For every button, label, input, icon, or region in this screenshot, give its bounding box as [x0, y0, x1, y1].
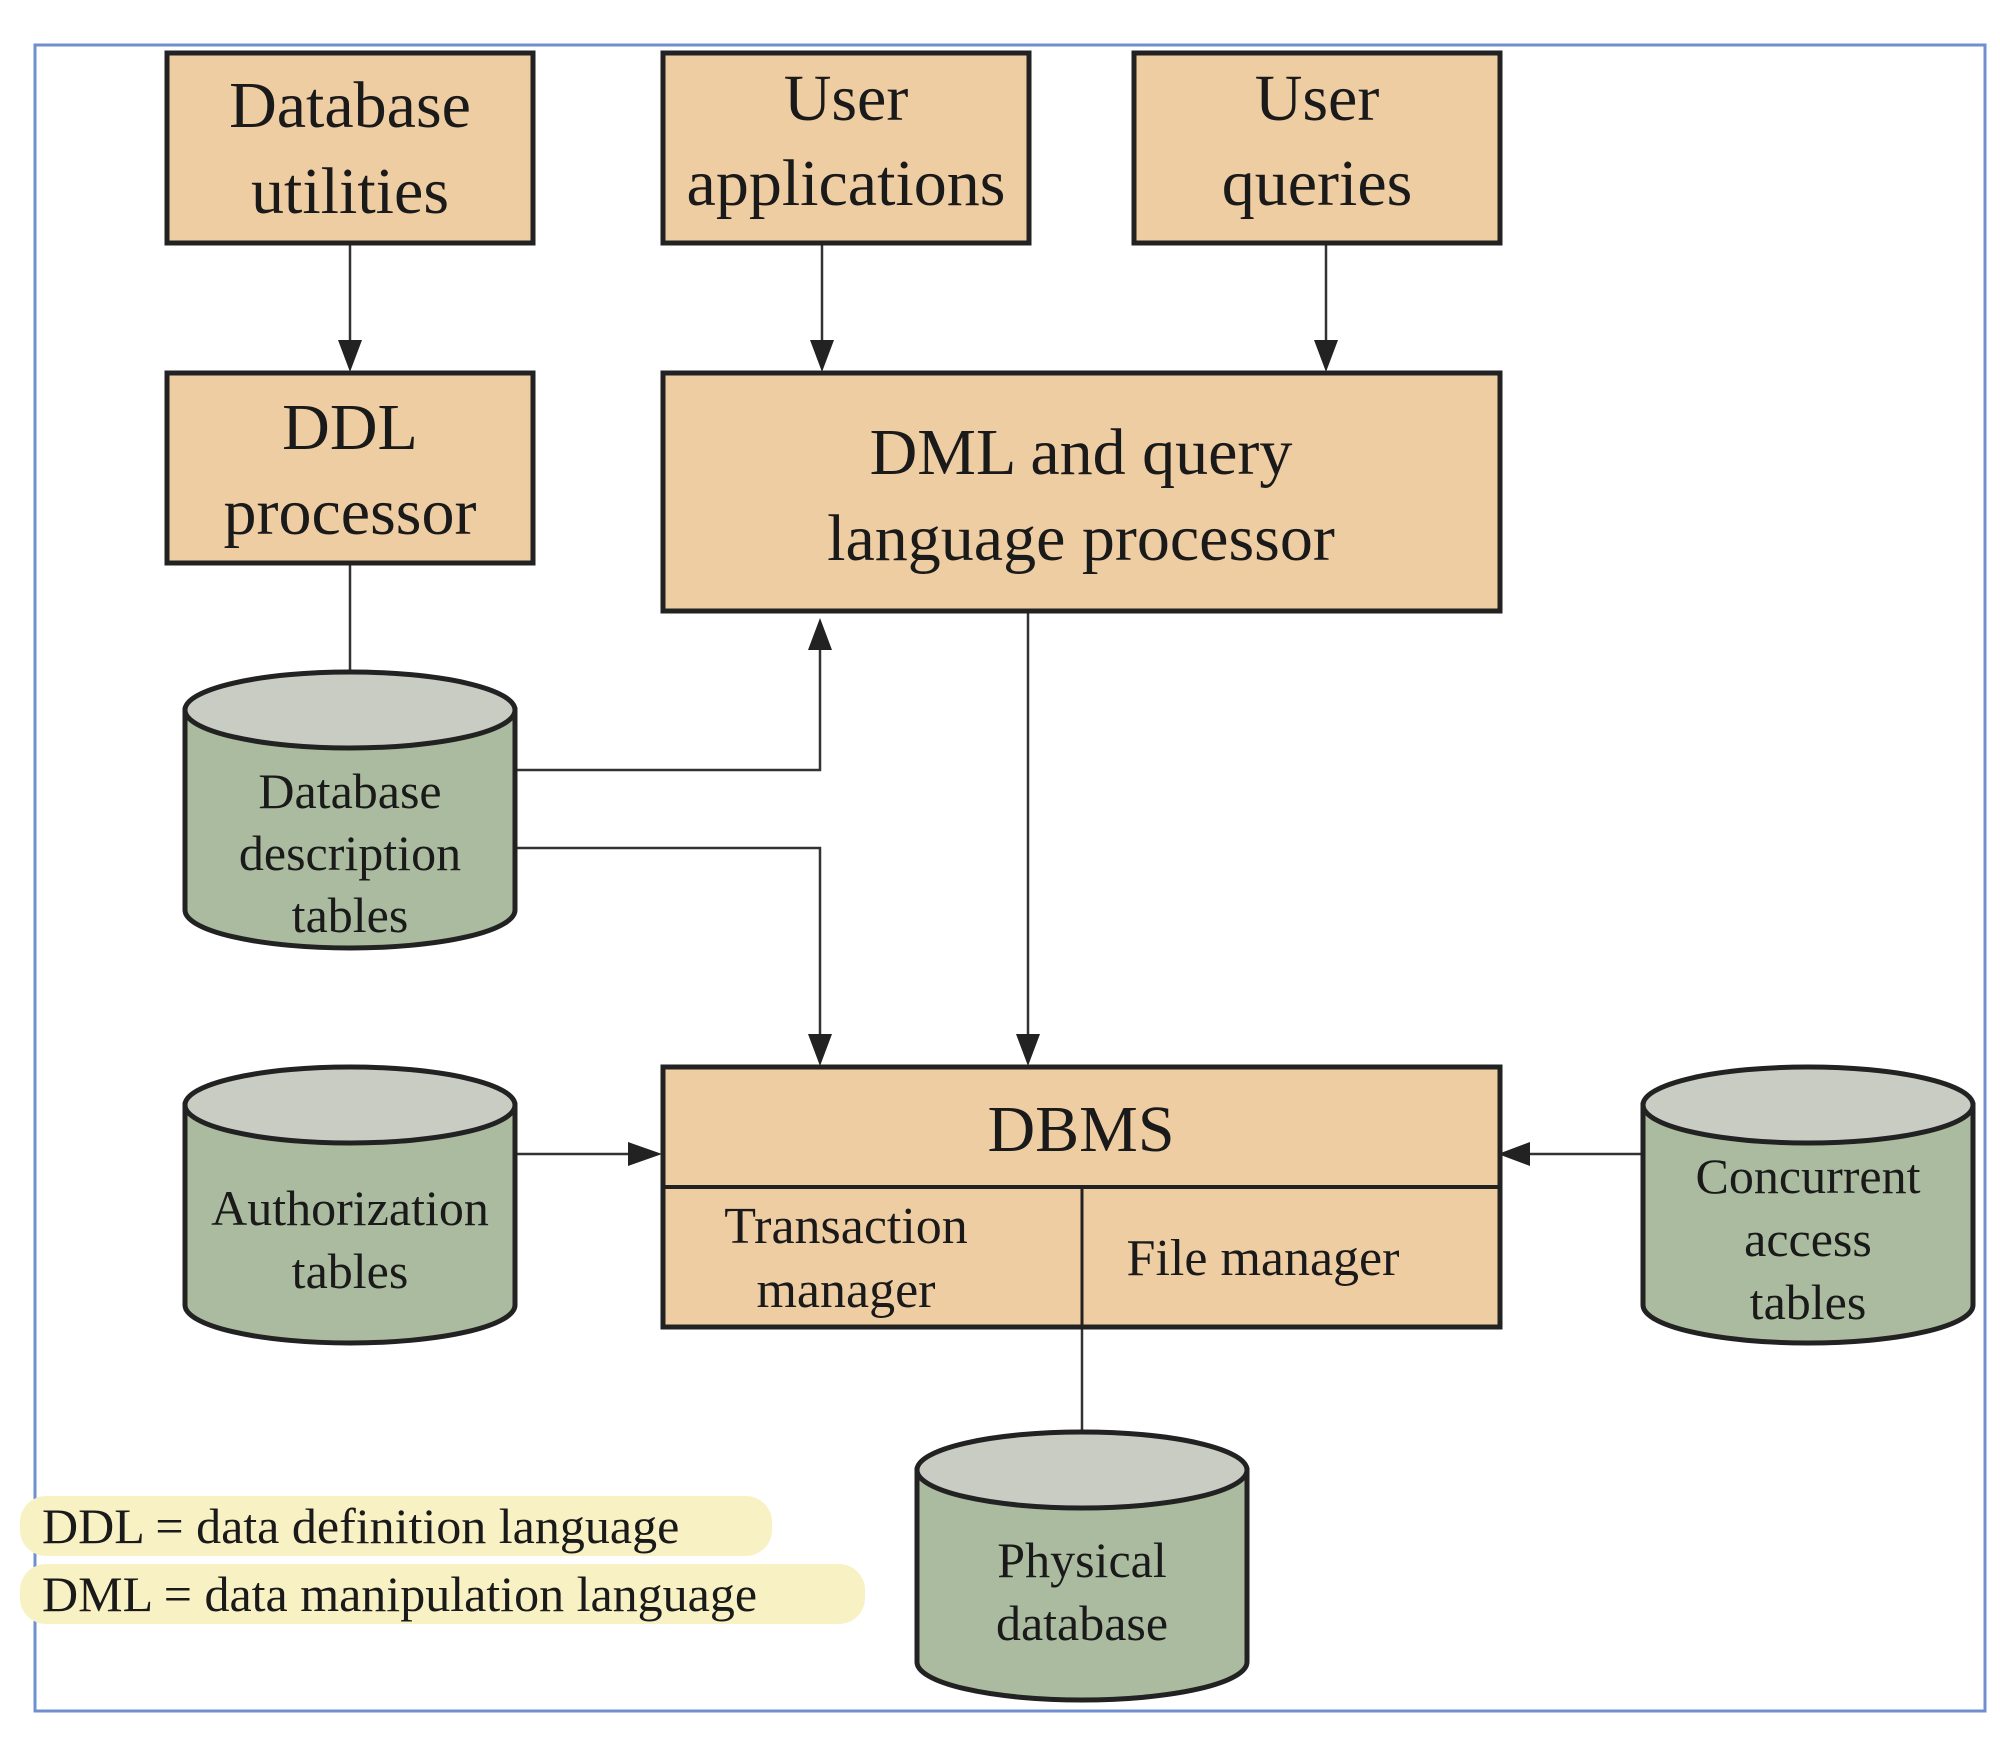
node-label: utilities: [251, 155, 449, 228]
arrowhead: [628, 1142, 662, 1166]
arrowhead: [808, 1034, 832, 1066]
node-label: Authorization: [211, 1180, 489, 1236]
arrowhead: [810, 340, 834, 372]
transaction-manager-label: Transaction: [724, 1198, 968, 1255]
legend: DDL = data definition language DML = dat…: [20, 1496, 865, 1624]
edges: [338, 243, 1643, 1465]
node-label: Database: [229, 69, 471, 142]
node-label: database: [996, 1595, 1168, 1651]
node-dml-query-language-processor: DML and query language processor: [660, 370, 1503, 614]
node-concurrent-access-tables: Concurrent access tables: [1640, 1064, 1976, 1346]
legend-highlight: [20, 1564, 865, 1624]
node-label: queries: [1222, 147, 1413, 220]
node-physical-database: Physical database: [914, 1429, 1250, 1703]
edge-description-to-dbms: [515, 846, 822, 1048]
arrowhead: [338, 340, 362, 372]
node-label: access: [1744, 1211, 1872, 1267]
node-label: Physical: [997, 1532, 1166, 1588]
node-label: tables: [292, 887, 409, 943]
arrowhead: [808, 618, 832, 650]
node-label: language processor: [827, 502, 1335, 575]
node-label: processor: [224, 476, 477, 549]
node-label: applications: [687, 147, 1006, 220]
node-label: DDL: [282, 391, 418, 464]
node-user-queries: User queries: [1131, 50, 1503, 246]
node-label: tables: [1750, 1274, 1867, 1330]
node-label: DML and query: [870, 416, 1293, 489]
node-label: description: [239, 825, 461, 881]
node-label: tables: [292, 1243, 409, 1299]
edge-description-to-dml: [515, 630, 822, 772]
legend-ddl: DDL = data definition language: [42, 1498, 679, 1554]
node-user-applications: User applications: [660, 50, 1032, 246]
node-database-description-tables: Database description tables: [182, 669, 518, 951]
node-dbms: DBMS Transaction manager File manager: [660, 1064, 1503, 1330]
arrowhead: [1498, 1142, 1530, 1166]
node-label: Database: [258, 763, 441, 819]
node-label: User: [1255, 62, 1380, 135]
node-label: Concurrent: [1696, 1148, 1921, 1204]
file-manager-label: File manager: [1127, 1230, 1400, 1287]
transaction-manager-label: manager: [756, 1262, 935, 1319]
node-database-utilities: Database utilities: [164, 50, 536, 246]
arrowhead: [1314, 340, 1338, 372]
arrowhead: [1016, 1034, 1040, 1066]
legend-highlight: [20, 1496, 772, 1556]
dbms-title: DBMS: [987, 1093, 1174, 1166]
node-label: User: [784, 62, 909, 135]
legend-dml: DML = data manipulation language: [42, 1566, 757, 1622]
node-ddl-processor: DDL processor: [164, 370, 536, 566]
node-authorization-tables: Authorization tables: [182, 1064, 518, 1346]
diagram-frame: [33, 43, 1987, 1713]
